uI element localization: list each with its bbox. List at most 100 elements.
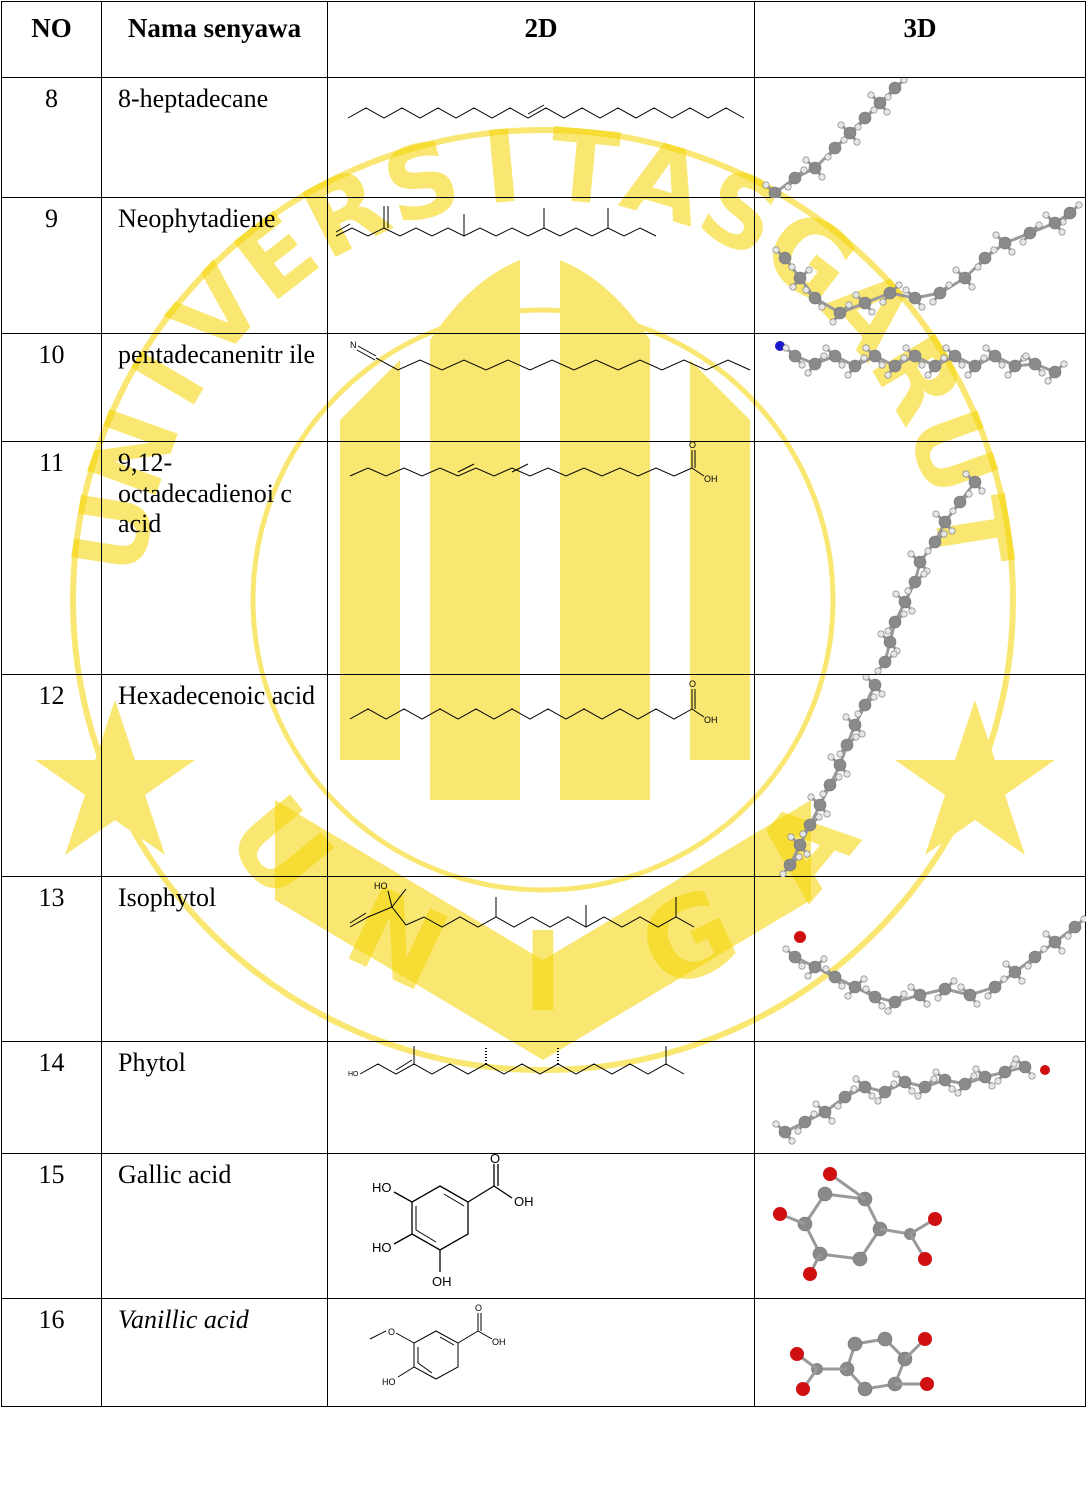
carbon-atom xyxy=(808,960,822,974)
carbon-atom xyxy=(840,738,854,752)
hydrogen-atom xyxy=(762,181,770,189)
hydrogen-atom xyxy=(900,610,908,618)
hydrogen-atom xyxy=(988,1082,996,1090)
header-2d: 2D xyxy=(327,1,755,78)
skeletal-formula: HO xyxy=(348,1046,685,1078)
hydrogen-atom xyxy=(800,166,808,174)
hydrogen-atom xyxy=(836,750,844,758)
carbon-atom xyxy=(843,126,857,140)
oxygen-label: O xyxy=(689,442,696,450)
hydrogen-atom xyxy=(895,281,903,289)
hydrogen-atom xyxy=(782,945,790,953)
hydrogen-atom xyxy=(862,344,870,352)
hydrogen-atom xyxy=(850,1085,858,1093)
row-number: 10 xyxy=(1,333,102,442)
carbon-atom xyxy=(988,980,1002,994)
carbon-atom xyxy=(978,251,992,265)
carbon-atom xyxy=(888,615,902,629)
hydrogen-atom xyxy=(794,1127,802,1135)
carbon-atom xyxy=(1063,206,1077,220)
hydrogen-atom xyxy=(852,733,860,741)
compound-name: Vanillic acid xyxy=(101,1298,328,1407)
carbon-atom xyxy=(817,1186,833,1202)
carbon-atom xyxy=(858,1080,872,1094)
hydrogen-atom xyxy=(822,965,830,973)
row-number: 12 xyxy=(1,674,102,877)
oxygen-label: O xyxy=(490,1154,500,1166)
structure-2d: HO xyxy=(327,876,755,1042)
hydrogen-atom xyxy=(788,263,796,271)
hydrogen-atom xyxy=(798,361,806,369)
hydrogen-atom xyxy=(1018,977,1026,985)
hydrogen-atom xyxy=(799,830,807,838)
hydrogen-atom xyxy=(802,156,810,164)
hydrogen-atom xyxy=(823,810,831,818)
hydrogen-atom xyxy=(900,354,908,362)
compound-name: Hexadecenoic acid xyxy=(101,674,328,877)
hydrogen-atom xyxy=(822,344,830,352)
header-3d: 3D xyxy=(754,1,1086,78)
skeletal-formula xyxy=(335,206,657,237)
hydrogen-atom xyxy=(982,344,990,352)
carbon-atom xyxy=(848,359,862,373)
carbon-atom xyxy=(883,635,897,649)
hydrogen-atom xyxy=(884,1007,892,1015)
carbon-atom xyxy=(918,1080,932,1094)
carbon-atom xyxy=(928,535,942,549)
row-number: 11 xyxy=(1,441,102,675)
hydrogen-atom xyxy=(998,361,1006,369)
hydrogen-atom xyxy=(978,487,986,495)
structure-3d xyxy=(754,77,1086,198)
carbon-atom xyxy=(913,988,927,1002)
hydrogen-atom xyxy=(862,675,870,681)
oxygen-label: O xyxy=(475,1303,482,1313)
hydrogen-atom xyxy=(949,507,957,515)
carbon-atom xyxy=(847,1336,863,1352)
hydrogen-atom xyxy=(870,106,878,114)
hydrogen-atom xyxy=(858,730,866,738)
carbon-atom xyxy=(1023,226,1037,240)
carbon-atom xyxy=(793,271,807,285)
hydrogen-atom xyxy=(812,1100,820,1108)
hydrogen-atom xyxy=(837,121,845,129)
carbon-atom xyxy=(857,1381,873,1397)
carbon-atom xyxy=(823,778,837,792)
carbon-atom xyxy=(988,349,1002,363)
hydrogen-atom xyxy=(940,530,948,538)
hydrogen-atom xyxy=(1060,360,1068,368)
hydrogen-atom xyxy=(1064,932,1072,940)
carbon-atom xyxy=(978,1070,992,1084)
carbon-atom xyxy=(858,296,872,310)
hydroxyl-label: HO xyxy=(372,1240,392,1255)
carbon-atom xyxy=(803,818,817,832)
carbon-atom xyxy=(1028,357,1042,371)
hydrogen-atom xyxy=(877,630,885,638)
hydrogen-atom xyxy=(827,753,835,761)
hydrogen-atom xyxy=(900,990,908,998)
hydrogen-atom xyxy=(962,470,970,478)
hydroxyl-label: HO xyxy=(382,1377,396,1387)
carbon-atom xyxy=(913,555,927,569)
carbon-atom xyxy=(908,349,922,363)
hydrogen-atom xyxy=(952,266,960,274)
hydrogen-atom xyxy=(994,1077,1002,1085)
hydrogen-atom xyxy=(1008,248,1016,256)
structure-2d xyxy=(327,197,755,334)
hydroxyl-label: OH xyxy=(432,1274,452,1289)
table-row: 15 Gallic acid O OH HO HO xyxy=(1,1153,1086,1299)
hydrogen-atom xyxy=(819,790,827,798)
carbon-atom xyxy=(778,251,792,265)
hydrogen-atom xyxy=(902,344,910,352)
hydrogen-atom xyxy=(1075,201,1083,209)
hydrogen-atom xyxy=(853,138,861,146)
structure-3d xyxy=(754,1153,1086,1299)
hydrogen-atom xyxy=(795,853,803,861)
compound-table: NO Nama senyawa 2D 3D 8 8-heptadecane xyxy=(1,1,1086,1407)
compound-name: pentadecanenitr ile xyxy=(101,333,328,442)
hydrogen-atom xyxy=(834,1102,842,1110)
hydrogen-atom xyxy=(934,994,942,1002)
hydrogen-atom xyxy=(923,1000,931,1008)
hydrogen-atom xyxy=(845,301,853,309)
hydrogen-atom xyxy=(890,650,898,658)
hydrogen-atom xyxy=(892,1070,900,1078)
